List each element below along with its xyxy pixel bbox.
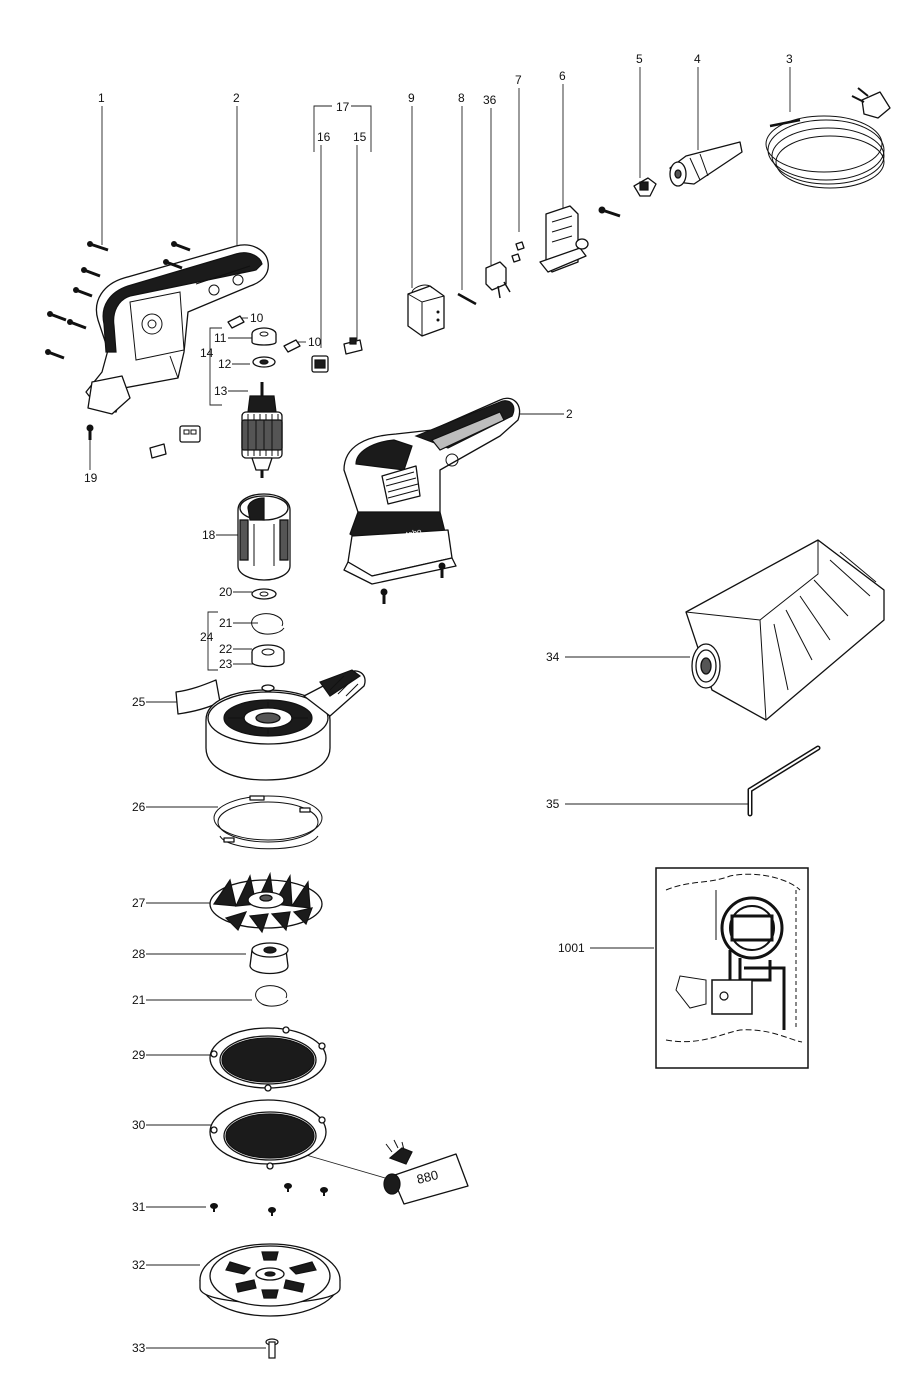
screw-icon bbox=[320, 1187, 328, 1196]
callout-1001: 1001 bbox=[558, 941, 585, 955]
callout-27: 27 bbox=[132, 896, 146, 910]
pad-screws bbox=[210, 1183, 328, 1216]
callout-12: 12 bbox=[218, 357, 232, 371]
screw-icon bbox=[81, 267, 101, 278]
screw-set-1 bbox=[45, 241, 191, 440]
screw-icon bbox=[163, 259, 183, 270]
capacitor bbox=[407, 284, 445, 337]
screw-icon bbox=[380, 588, 388, 604]
callout-34: 34 bbox=[546, 650, 560, 664]
switch-parts bbox=[311, 337, 363, 373]
callout-7: 7 bbox=[515, 73, 522, 87]
callout-24: 24 bbox=[200, 630, 214, 644]
callout-20: 20 bbox=[219, 585, 233, 599]
callout-8: 8 bbox=[458, 91, 465, 105]
hex-key-icon bbox=[747, 745, 821, 817]
cord-guard bbox=[669, 141, 743, 187]
circlip-lower bbox=[255, 985, 289, 1007]
bearing bbox=[251, 644, 285, 668]
brush-holders bbox=[149, 425, 201, 459]
grease-tube-label: 880 bbox=[415, 1167, 440, 1187]
bearing-parts bbox=[227, 315, 301, 368]
screw-icon bbox=[265, 1338, 279, 1359]
cord-clamp bbox=[633, 177, 657, 197]
callout-26: 26 bbox=[132, 800, 146, 814]
housing-shell-half bbox=[85, 244, 269, 415]
callout-3: 3 bbox=[786, 52, 793, 66]
callout-29: 29 bbox=[132, 1048, 146, 1062]
callout-16: 16 bbox=[317, 130, 331, 144]
callout-21-b: 21 bbox=[132, 993, 146, 1007]
callout-25: 25 bbox=[132, 695, 146, 709]
armature bbox=[241, 382, 283, 478]
callout-31: 31 bbox=[132, 1200, 146, 1214]
callout-13: 13 bbox=[214, 384, 228, 398]
assembled-sander: metabo bbox=[343, 397, 521, 585]
grease-tube: 880 bbox=[383, 1139, 469, 1205]
circlip bbox=[251, 613, 285, 635]
screw-icon bbox=[67, 319, 87, 330]
sealing-lip-ring bbox=[209, 1099, 327, 1170]
callout-19: 19 bbox=[84, 471, 98, 485]
suppressor bbox=[485, 261, 511, 299]
pin-part bbox=[457, 292, 477, 306]
callout-15: 15 bbox=[353, 130, 367, 144]
switch-assembly bbox=[539, 205, 589, 273]
brake-ring bbox=[209, 1026, 327, 1092]
callout-14: 14 bbox=[200, 346, 214, 360]
screw-icon bbox=[598, 206, 621, 218]
callout-23: 23 bbox=[219, 657, 233, 671]
callout-6: 6 bbox=[559, 69, 566, 83]
callout-35: 35 bbox=[546, 797, 560, 811]
screw-icon bbox=[87, 241, 109, 252]
screw-icon bbox=[171, 241, 191, 252]
callout-36: 36 bbox=[483, 93, 497, 107]
screw-icon bbox=[438, 562, 446, 578]
screw-icon bbox=[268, 1207, 276, 1216]
callout-10: 10 bbox=[250, 311, 264, 325]
callout-1: 1 bbox=[98, 91, 105, 105]
callout-2-b: 2 bbox=[566, 407, 573, 421]
callout-30: 30 bbox=[132, 1118, 146, 1132]
callout-11: 11 bbox=[214, 331, 227, 345]
screw-icon bbox=[47, 311, 67, 322]
callout-22: 22 bbox=[219, 642, 233, 656]
fan-wheel bbox=[209, 871, 323, 934]
lower-housing-dust-port bbox=[205, 669, 366, 781]
callout-32: 32 bbox=[132, 1258, 146, 1272]
screw-icon bbox=[73, 287, 93, 298]
small-pins bbox=[511, 241, 525, 263]
callout-21: 21 bbox=[219, 616, 233, 630]
dust-bag-icon bbox=[685, 539, 885, 721]
callout-4: 4 bbox=[694, 52, 701, 66]
wiring-diagram-icon bbox=[655, 867, 809, 1069]
callout-2: 2 bbox=[233, 91, 240, 105]
washer bbox=[251, 588, 277, 600]
stator bbox=[237, 493, 291, 581]
callout-labels: 1 2 17 16 15 9 8 36 7 6 5 4 3 10 10 11 1… bbox=[84, 52, 793, 1355]
leader-lines bbox=[89, 67, 791, 1349]
eccentric-hub bbox=[249, 942, 289, 975]
screw-icon bbox=[45, 349, 65, 360]
callout-18: 18 bbox=[202, 528, 216, 542]
callout-28: 28 bbox=[132, 947, 146, 961]
callout-9: 9 bbox=[408, 91, 415, 105]
callout-17: 17 bbox=[336, 100, 350, 114]
sanding-pad bbox=[199, 1243, 341, 1317]
screw-icon bbox=[86, 424, 94, 440]
sealing-ring bbox=[213, 795, 323, 850]
power-cord-icon bbox=[765, 87, 891, 189]
screw-icon bbox=[284, 1183, 292, 1192]
callout-10-b: 10 bbox=[308, 335, 322, 349]
screw-icon bbox=[210, 1203, 218, 1212]
callout-33: 33 bbox=[132, 1341, 146, 1355]
callout-5: 5 bbox=[636, 52, 643, 66]
